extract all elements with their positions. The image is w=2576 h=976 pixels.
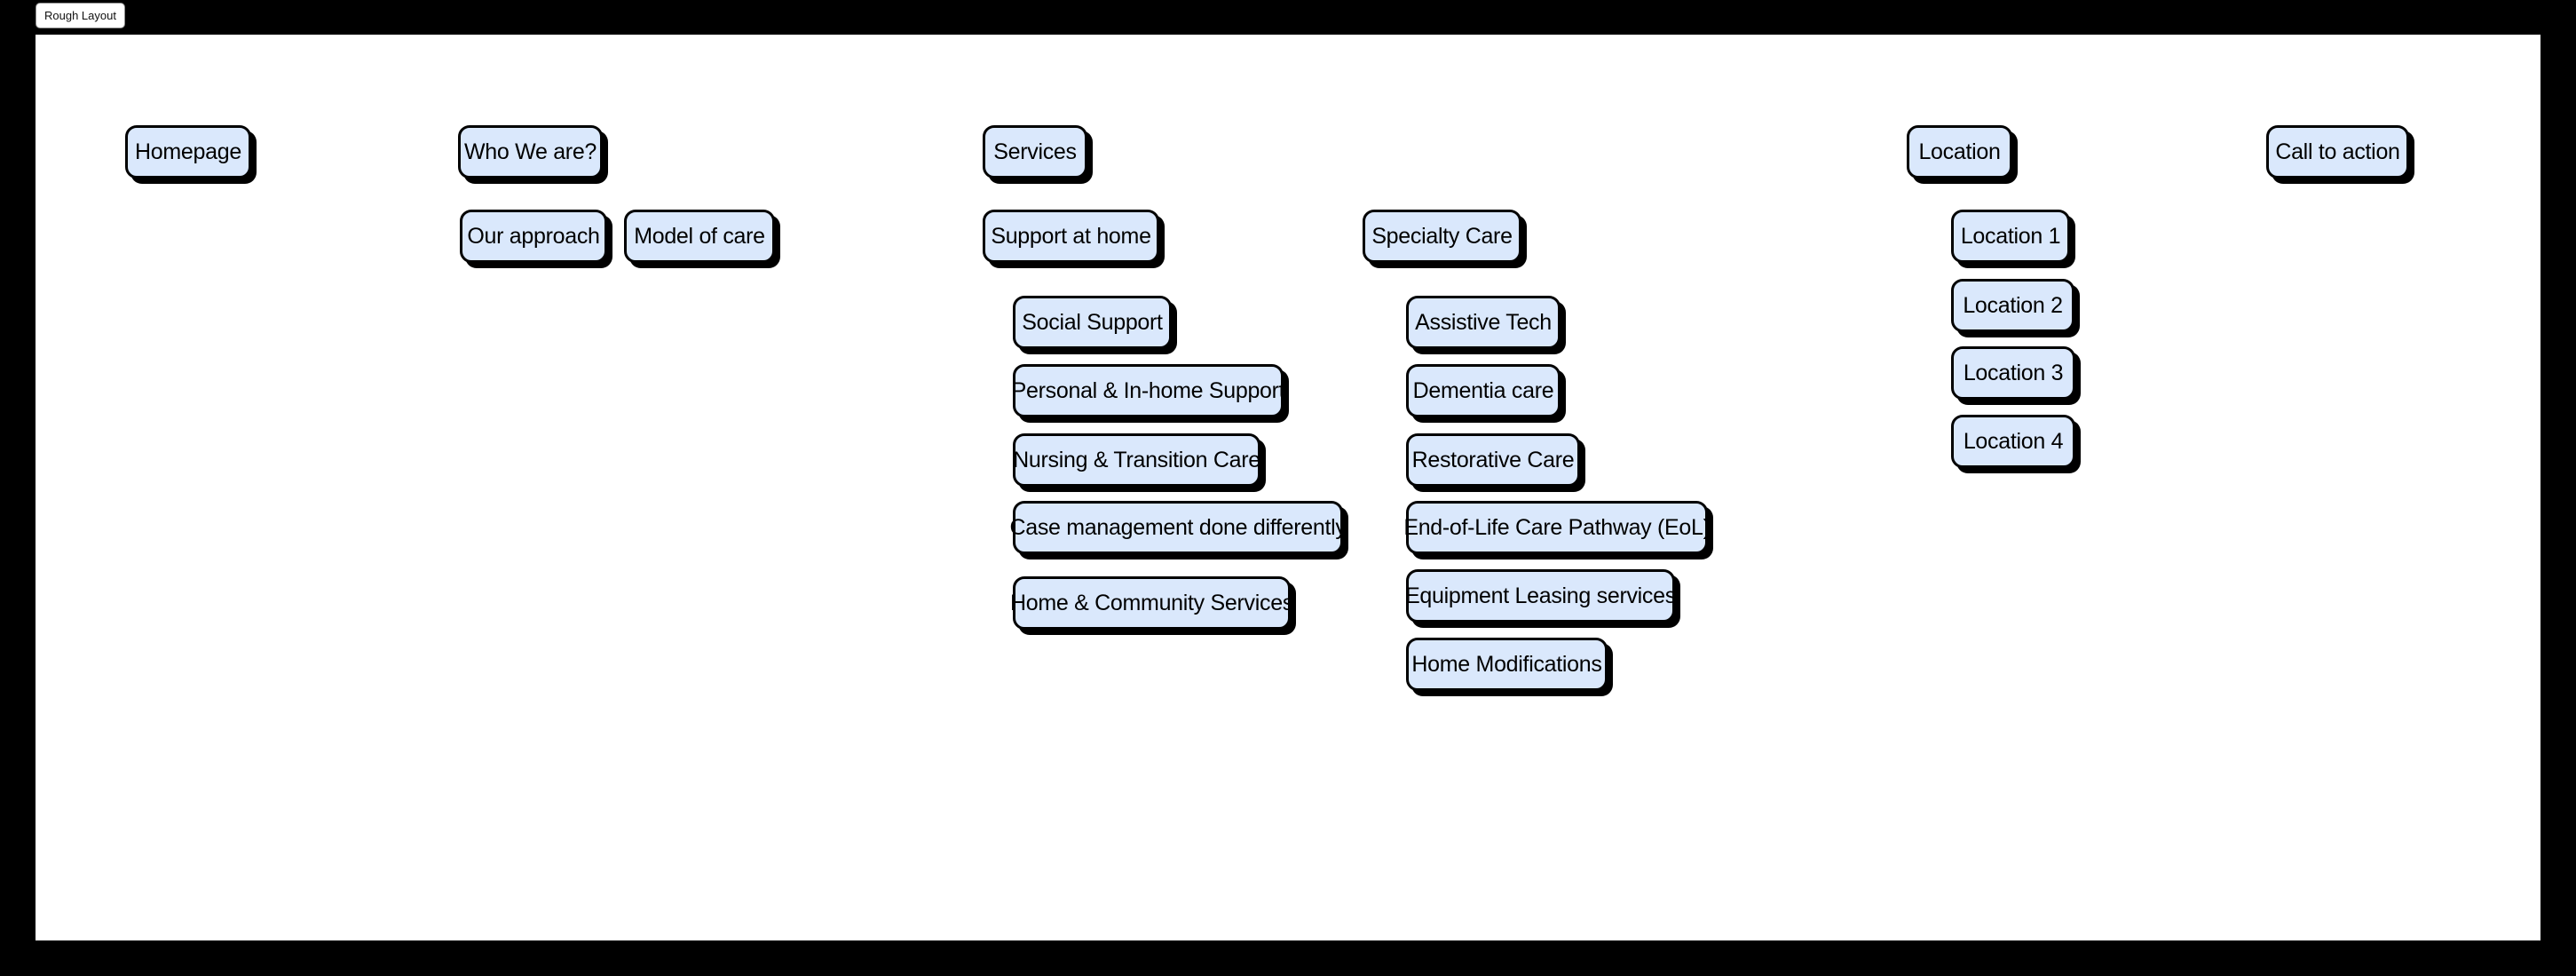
- node-call-to-action[interactable]: Call to action: [2266, 125, 2409, 179]
- node-assistive-tech[interactable]: Assistive Tech: [1406, 296, 1561, 349]
- node-our-approach[interactable]: Our approach: [460, 210, 607, 263]
- node-equipment-leasing-services[interactable]: Equipment Leasing services: [1405, 569, 1676, 623]
- node-services[interactable]: Services: [983, 125, 1087, 179]
- node-case-management-done-differently[interactable]: Case management done differently: [1009, 501, 1347, 554]
- node-model-of-care[interactable]: Model of care: [624, 210, 775, 263]
- node-homepage[interactable]: Homepage: [125, 125, 251, 179]
- layer-tab[interactable]: Rough Layout: [36, 3, 125, 28]
- diagram-canvas[interactable]: [36, 35, 2540, 940]
- node-who-we-are[interactable]: Who We are?: [458, 125, 603, 179]
- node-nursing-transition-care[interactable]: Nursing & Transition Care: [1013, 433, 1260, 487]
- node-location-4[interactable]: Location 4: [1951, 415, 2075, 468]
- node-location[interactable]: Location: [1907, 125, 2012, 179]
- node-home-community-services[interactable]: Home & Community Services: [1010, 576, 1293, 630]
- node-home-modifications[interactable]: Home Modifications: [1406, 638, 1608, 691]
- node-social-support[interactable]: Social Support: [1013, 296, 1172, 349]
- node-support-at-home[interactable]: Support at home: [983, 210, 1159, 263]
- node-location-1[interactable]: Location 1: [1951, 210, 2070, 263]
- node-specialty-care[interactable]: Specialty Care: [1363, 210, 1521, 263]
- node-end-of-life-care-pathway[interactable]: End-of-Life Care Pathway (EoL): [1403, 501, 1711, 554]
- node-location-3[interactable]: Location 3: [1951, 346, 2075, 400]
- node-dementia-care[interactable]: Dementia care: [1406, 364, 1561, 417]
- node-personal-in-home-support[interactable]: Personal & In-home Support: [1012, 364, 1285, 417]
- node-restorative-care[interactable]: Restorative Care: [1406, 433, 1580, 487]
- node-location-2[interactable]: Location 2: [1951, 279, 2074, 332]
